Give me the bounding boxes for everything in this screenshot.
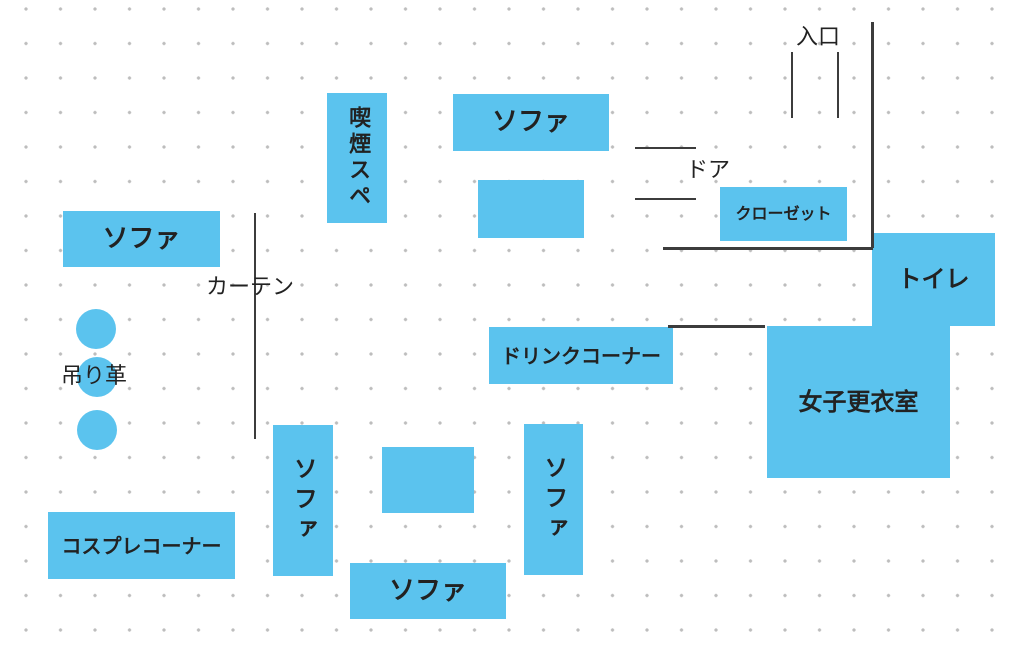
womens-changing-room-label: 女子更衣室 (798, 387, 919, 416)
sofa-vertical-left-label: ソファ (289, 455, 318, 546)
closet-label: クローゼット (735, 204, 832, 224)
entrance-label: 入口 (796, 25, 841, 50)
entrance-line-left (791, 52, 793, 118)
sofa-top-label: ソファ (491, 107, 570, 138)
area-sofa-vertical-right: ソファ (524, 424, 583, 575)
area-cosplay-corner: コスプレコーナー (48, 512, 235, 579)
area-unlabeled-middle (382, 447, 474, 513)
area-smoking-space: 喫煙スペ (327, 93, 387, 223)
area-toilet: トイレ (872, 233, 995, 326)
sofa-vertical-right-label: ソファ (539, 454, 568, 545)
hanging-strap-circle (76, 309, 116, 349)
area-sofa-left: ソファ (63, 211, 220, 267)
wall-line-horizontal-upper (663, 247, 873, 250)
drink-corner-label: ドリンクコーナー (501, 343, 661, 368)
sofa-left-label: ソファ (102, 223, 181, 254)
area-sofa-top: ソファ (453, 94, 609, 151)
curtain-line (254, 213, 256, 439)
hanging-strap-label: 吊り革 (61, 364, 128, 389)
area-unlabeled-top (478, 180, 584, 238)
area-drink-corner: ドリンクコーナー (489, 327, 673, 384)
door-line-top (635, 147, 696, 149)
area-closet: クローゼット (720, 187, 847, 241)
door-line-bottom (635, 198, 696, 200)
area-sofa-vertical-left: ソファ (273, 425, 333, 576)
door-label: ドア (686, 158, 731, 183)
area-womens-changing-room: 女子更衣室 (767, 326, 950, 478)
toilet-label: トイレ (897, 265, 970, 294)
sofa-bottom-label: ソファ (388, 575, 467, 606)
wall-line-horizontal-lower (668, 325, 765, 328)
hanging-strap-circle (77, 357, 117, 397)
hanging-strap-circle (77, 410, 117, 450)
smoking-space-label: 喫煙スペ (345, 106, 371, 210)
cosplay-corner-label: コスプレコーナー (61, 533, 222, 558)
wall-line-vertical (871, 22, 874, 248)
curtain-label: カーテン (206, 275, 295, 300)
area-sofa-bottom: ソファ (350, 563, 506, 619)
entrance-line-right (837, 52, 839, 118)
